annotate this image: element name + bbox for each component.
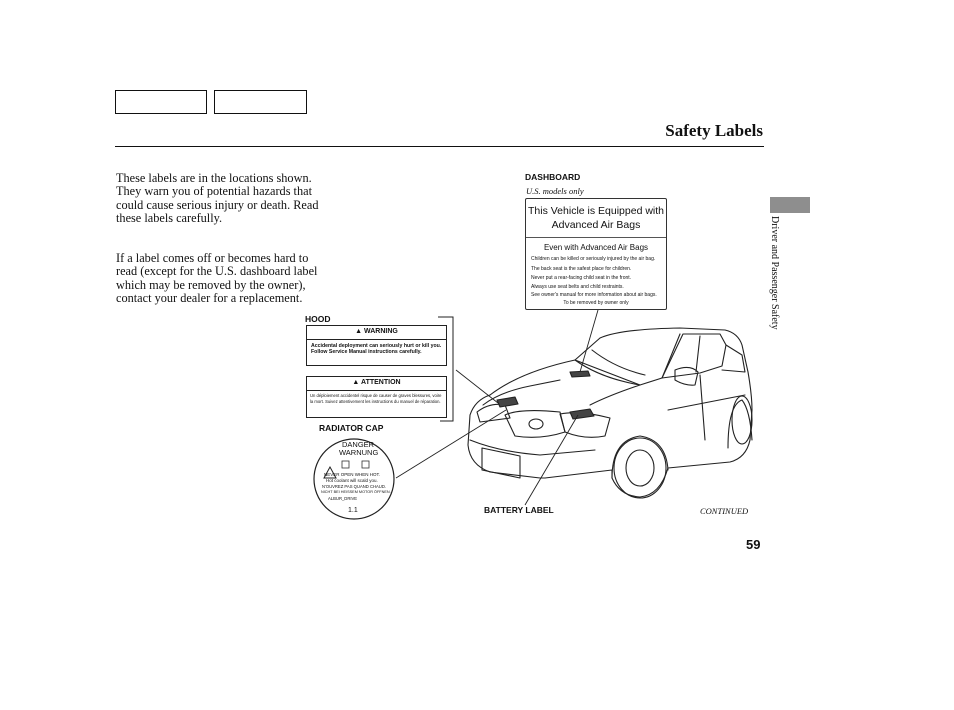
page-number: 59 [746,537,761,552]
continued-note: CONTINUED [700,506,749,516]
hood-caption: HOOD [305,314,331,324]
radiator-line: NEVER OPEN WHEN HOT. [324,472,381,477]
radiator-cap-label: DANGER WARNUNG NEVER OPEN WHEN HOT. Hot … [312,437,396,521]
hood-bracket [438,316,454,422]
replacement-paragraph: If a label comes off or becomes hard to … [116,251,318,306]
dashboard-label-footer: To be removed by owner only [563,300,629,306]
hood-attention-label: ▲ ATTENTION Un déploiement accidentel ri… [306,376,447,418]
dashboard-label-line: Children can be killed or seriously inju… [531,256,656,262]
hood-attention-divider [307,390,446,391]
radiator-cap-circle [313,438,395,520]
radiator-rating: 1.1 [348,507,358,514]
dashboard-label-line: The back seat is the safest place for ch… [531,266,632,272]
radiator-cap-caption: RADIATOR CAP [319,423,384,433]
dashboard-label-line: See owner's manual for more information … [531,292,657,298]
dashboard-caption: DASHBOARD [525,172,581,182]
hood-warning-text: Accidental deployment can seriously hurt… [311,343,442,356]
nav-box-right[interactable] [214,90,307,114]
dashboard-label-heading: This Vehicle is Equipped with Advanced A… [528,205,664,231]
nav-box-left[interactable] [115,90,207,114]
radiator-line: ALBUR_DRIVE [328,496,358,501]
vehicle-illustration [395,309,753,506]
hood-attention-heading: ATTENTION [361,379,401,386]
page-title: Safety Labels [665,121,763,140]
dashboard-label-subheading: Even with Advanced Air Bags [543,243,649,252]
dashboard-label-line: Never put a rear-facing child seat in th… [531,275,632,281]
section-tab-marker[interactable] [770,197,810,213]
battery-label-caption: BATTERY LABEL [484,505,554,515]
title-rule [115,146,764,147]
section-tab-label: Driver and Passenger Safety [769,216,780,330]
radiator-line: N'OUVREZ PAS QUAND CHAUD. [322,484,387,489]
hood-warning-heading: WARNING [364,328,398,335]
radiator-line: NICHT BEI HEISSEM MOTOR ÖFFNEN. [321,490,391,494]
intro-paragraph: These labels are in the locations shown.… [116,171,319,226]
radiator-warnung-text: WARNUNG [339,448,379,457]
dashboard-label-divider [526,237,666,238]
hood-warning-label: ▲ WARNING Accidental deployment can seri… [306,325,447,366]
dashboard-airbag-label: This Vehicle is Equipped with Advanced A… [525,198,667,310]
radiator-line: Hot coolant will scald you. [326,478,378,483]
dashboard-label-line: Always use seat belts and child restrain… [531,284,624,290]
warning-triangle-icon: ▲ [355,328,363,335]
radiator-danger-text: DANGER [342,440,375,449]
us-models-caption: U.S. models only [526,186,584,196]
hood-attention-text: Un déploiement accidentel risque de caus… [310,393,442,404]
hood-warning-divider [307,339,446,340]
attention-triangle-icon: ▲ [352,379,360,386]
